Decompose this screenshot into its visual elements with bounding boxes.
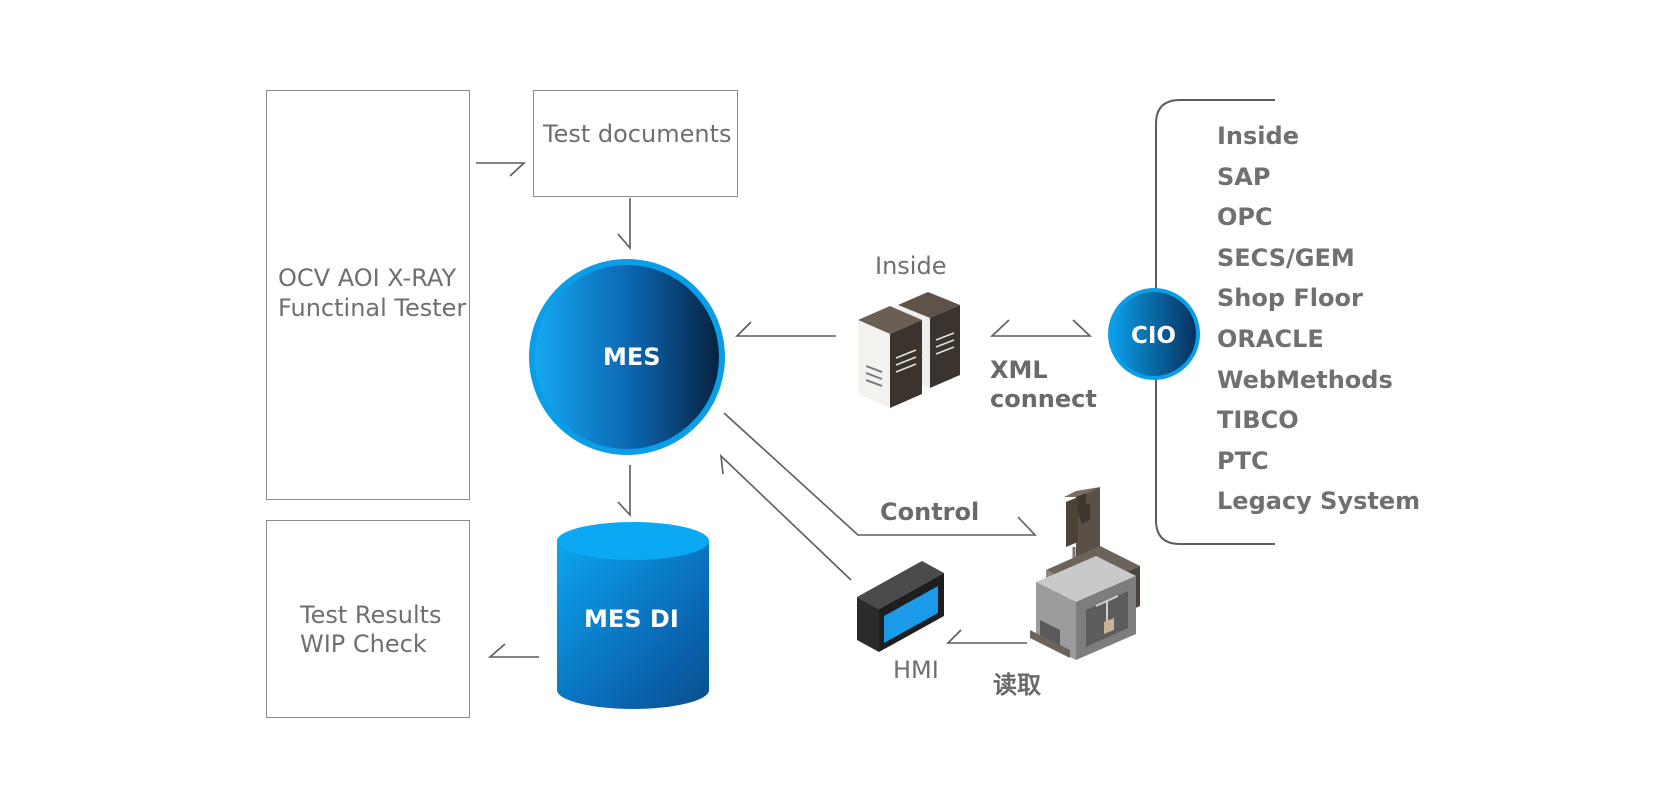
xml-connect-line2: connect (990, 385, 1097, 413)
server-icon (858, 292, 960, 408)
results-label-line2: WIP Check (300, 630, 427, 658)
tester-box (266, 90, 470, 500)
cio-system-item: SECS/GEM (1217, 243, 1355, 272)
connector-docs-to-mes (617, 198, 631, 251)
tester-label-line2: Functinal Tester (278, 294, 467, 322)
cio-system-item: OPC (1217, 203, 1273, 232)
robot-machine-icon (1030, 487, 1140, 660)
connector-xml-bidirectional (989, 319, 1093, 337)
cio-system-item: ORACLE (1217, 324, 1324, 353)
hmi-device-icon (857, 561, 944, 652)
hmi-label: HMI (893, 656, 939, 684)
connector-di-to-results (487, 643, 539, 658)
xml-connect-line1: XML (990, 356, 1048, 384)
test-documents-label: Test documents (543, 120, 732, 148)
connector-control (723, 412, 1037, 536)
cio-system-item: Shop Floor (1217, 284, 1363, 313)
cio-system-item: TIBCO (1217, 406, 1299, 435)
cio-system-item: PTC (1217, 446, 1269, 475)
cio-system-item: Inside (1217, 122, 1299, 150)
cio-circle[interactable] (1108, 288, 1200, 380)
connector-server-to-mes (735, 321, 836, 337)
mes-circle[interactable] (529, 259, 725, 455)
tester-label-line1: OCV AOI X-RAY (278, 264, 457, 292)
cio-system-item: Legacy System (1217, 487, 1421, 516)
connector-hmi-to-mes (719, 453, 852, 581)
cio-system-item: WebMethods (1217, 365, 1393, 394)
read-label: 读取 (993, 671, 1041, 699)
mes-di-label: MES DI (584, 605, 679, 633)
mes-label: MES (603, 343, 661, 371)
test-documents-box (533, 90, 738, 197)
cio-systems-list: Inside SAP OPC SECS/GEM Shop Floor ORACL… (1217, 116, 1420, 522)
results-label-line1: Test Results (300, 601, 442, 629)
control-label: Control (880, 498, 980, 526)
results-box (266, 520, 470, 718)
cio-label: CIO (1131, 323, 1176, 349)
connector-machine-to-hmi (946, 629, 1027, 644)
inside-label: Inside (875, 252, 947, 280)
mes-di-database-icon[interactable] (557, 522, 709, 709)
connector-mes-to-di (617, 465, 631, 518)
cio-system-item: SAP (1217, 162, 1271, 191)
connector-tester-to-docs (476, 162, 527, 177)
